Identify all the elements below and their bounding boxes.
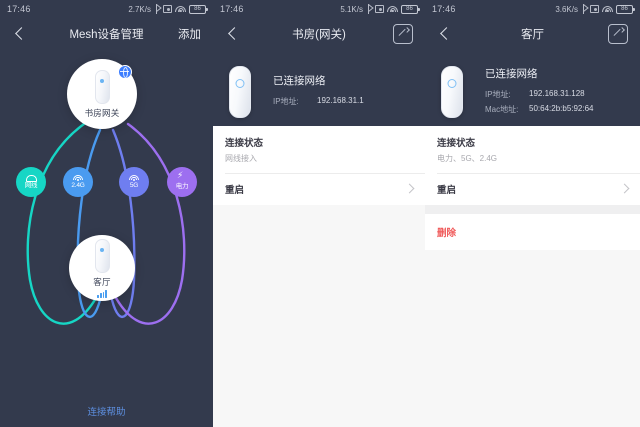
battery-icon: 86	[189, 4, 208, 14]
bluetooth-icon	[154, 4, 160, 14]
panel-living-room-detail: 17:46 3.6K/s 86 客厅 已连接网络 IP地址:	[425, 0, 640, 427]
connection-help-link[interactable]: 连接帮助	[87, 407, 126, 418]
wifi-icon	[129, 174, 139, 182]
row-title: 连接状态	[225, 138, 264, 149]
row-restart[interactable]: 重启	[213, 173, 425, 205]
router-device-icon	[94, 69, 110, 104]
row-connection-status[interactable]: 连接状态 电力、5G、2.4G	[425, 126, 640, 173]
alarm-icon	[590, 5, 599, 13]
alarm-icon	[375, 5, 384, 13]
link-chip-cable[interactable]: 网线	[16, 167, 46, 197]
device-node-living-room[interactable]: 客厅	[69, 235, 135, 301]
device-ip-label: IP地址:	[485, 89, 511, 99]
battery-icon: 86	[616, 4, 635, 14]
device-ip-row: IP地址: 192.168.31.1	[273, 96, 364, 107]
link-chip-label: 电力	[175, 182, 189, 190]
device-header: 已连接网络 IP地址: 192.168.31.128 Mac地址: 50:64:…	[425, 50, 640, 126]
battery-level: 86	[621, 6, 628, 12]
device-ip-label: IP地址:	[273, 97, 299, 106]
battery-level: 86	[406, 6, 413, 12]
signal-bars-icon	[96, 289, 108, 298]
bluetooth-icon	[581, 4, 587, 14]
wifi-icon	[175, 5, 186, 13]
section-divider	[425, 205, 640, 214]
row-title: 重启	[437, 185, 457, 196]
router-device-icon	[441, 66, 463, 118]
back-chevron-icon[interactable]	[225, 25, 243, 43]
device-ip-row: IP地址: 192.168.31.128	[485, 89, 594, 100]
row-subtitle: 电力、5G、2.4G	[437, 154, 498, 163]
battery-icon: 86	[401, 4, 420, 14]
row-subtitle: 网线接入	[225, 154, 257, 163]
back-chevron-icon[interactable]	[12, 25, 30, 43]
device-mac-value: 50:64:2b:b5:92:64	[529, 103, 594, 113]
bolt-icon	[177, 171, 187, 182]
device-mac-row: Mac地址: 50:64:2b:b5:92:64	[485, 104, 594, 115]
panel-mesh-device-list: 17:46 2.7K/s 86 Mesh设备管理 添加	[0, 0, 213, 427]
globe-badge-icon	[118, 65, 132, 79]
back-chevron-icon[interactable]	[437, 25, 455, 43]
cable-icon	[25, 174, 37, 182]
edit-pencil-icon[interactable]	[393, 24, 413, 44]
device-ip-value: 192.168.31.1	[317, 96, 364, 105]
row-restart[interactable]: 重启	[425, 173, 640, 205]
settings-card: 连接状态 电力、5G、2.4G 重启 删除	[425, 126, 640, 427]
status-time: 17:46	[7, 4, 31, 14]
settings-card: 连接状态 网线接入 重启	[213, 126, 425, 427]
status-bar: 17:46 3.6K/s 86	[425, 0, 640, 18]
panel-study-gateway-detail: 17:46 5.1K/s 86 书房(网关) 已连接网络 IP地址:	[213, 0, 425, 427]
status-time: 17:46	[220, 4, 244, 14]
bluetooth-icon	[366, 4, 372, 14]
network-speed: 2.7K/s	[128, 4, 151, 14]
status-bar: 17:46 5.1K/s 86	[213, 0, 425, 18]
status-time: 17:46	[432, 4, 456, 14]
nav-bar: Mesh设备管理 添加	[0, 18, 213, 50]
device-mac-label: Mac地址:	[485, 104, 519, 114]
device-header: 已连接网络 IP地址: 192.168.31.1	[213, 50, 425, 126]
link-chip-powerline[interactable]: 电力	[167, 167, 197, 197]
delete-device-button[interactable]: 删除	[437, 228, 457, 239]
alarm-icon	[163, 5, 172, 13]
wifi-icon	[387, 5, 398, 13]
device-node-study-gateway[interactable]: 书房网关	[67, 59, 137, 129]
battery-level: 86	[194, 6, 201, 12]
link-chip-label: 网线	[24, 182, 38, 189]
device-ip-value: 192.168.31.128	[529, 88, 585, 98]
network-speed: 5.1K/s	[340, 4, 363, 14]
status-bar: 17:46 2.7K/s 86	[0, 0, 213, 18]
link-chip-label: 5G	[129, 182, 139, 189]
device-connection-status: 已连接网络	[485, 67, 538, 80]
link-chip-2g4[interactable]: 2.4G	[63, 167, 93, 197]
wifi-icon	[73, 174, 83, 182]
network-topology: 书房网关 客厅 网线 2.4G 5G 电力	[0, 50, 213, 427]
wifi-icon	[602, 5, 613, 13]
nav-bar: 书房(网关)	[213, 18, 425, 50]
link-chip-5g[interactable]: 5G	[119, 167, 149, 197]
device-connection-status: 已连接网络	[273, 75, 326, 87]
nav-bar: 客厅	[425, 18, 640, 50]
router-device-icon	[94, 238, 110, 273]
link-chip-label: 2.4G	[71, 182, 85, 189]
add-button[interactable]: 添加	[178, 29, 201, 41]
device-node-label: 客厅	[93, 276, 111, 287]
network-speed: 3.6K/s	[555, 4, 578, 14]
row-title: 重启	[225, 185, 245, 196]
edit-pencil-icon[interactable]	[608, 24, 628, 44]
device-node-label: 书房网关	[84, 107, 120, 118]
router-device-icon	[229, 66, 251, 118]
row-title: 连接状态	[437, 138, 476, 149]
row-connection-status[interactable]: 连接状态 网线接入	[213, 126, 425, 173]
